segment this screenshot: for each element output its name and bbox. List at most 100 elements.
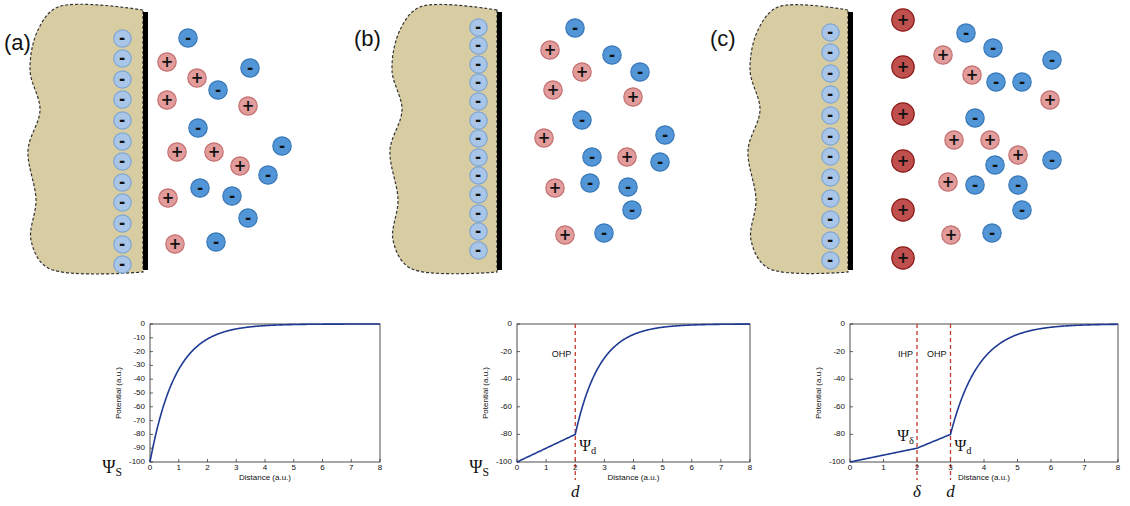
x-tick-label: 0 xyxy=(148,464,152,472)
ion-charge-sign: - xyxy=(990,41,996,56)
ion-charge-sign: - xyxy=(119,237,125,252)
ion-circle-shape xyxy=(583,148,601,166)
ion-charge-sign: - xyxy=(215,83,221,98)
ion-charge-sign: - xyxy=(119,51,125,66)
y-tick-label: -60 xyxy=(833,403,845,411)
potential-curve xyxy=(517,324,750,462)
cation-circle: + xyxy=(980,130,1000,150)
cation-circle: + xyxy=(165,234,185,254)
ion-circle-shape xyxy=(179,29,197,47)
ion-circle-shape xyxy=(624,88,642,106)
adsorbed-cation-circle: + xyxy=(891,246,915,270)
ion-circle-shape xyxy=(821,252,838,269)
ion-charge-sign: - xyxy=(629,203,635,218)
ion-circle-shape xyxy=(987,73,1005,91)
ion-circle-shape xyxy=(821,106,838,123)
y-tick-label: -20 xyxy=(500,348,512,356)
ion-charge-sign: - xyxy=(119,92,125,107)
ion-circle-shape xyxy=(469,241,486,258)
panel-letter: (c) xyxy=(710,28,736,50)
anion-circle: - xyxy=(272,136,292,156)
ion-circle-shape xyxy=(113,215,130,232)
ion-charge-sign: - xyxy=(119,195,125,210)
tick-mark xyxy=(150,420,153,421)
ion-circle-shape xyxy=(113,153,130,170)
x-tick-label: 3 xyxy=(234,464,238,472)
cation-circle: + xyxy=(158,188,178,208)
cation-circle: + xyxy=(1040,90,1060,110)
x-axis-title: Distance (a.u.) xyxy=(607,474,659,482)
ion-circle-shape xyxy=(113,235,130,252)
ion-circle-shape xyxy=(159,189,177,207)
ion-charge-sign: - xyxy=(972,178,978,193)
diffuse-potential-symbol: Ψd xyxy=(955,438,972,456)
ion-circle-shape xyxy=(188,69,206,87)
ion-charge-sign: - xyxy=(963,26,969,41)
ion-charge-sign: - xyxy=(475,224,481,239)
ion-charge-sign: - xyxy=(827,87,833,102)
x-tick-label: 7 xyxy=(719,464,723,472)
ion-charge-sign: - xyxy=(579,113,585,128)
ion-charge-sign: - xyxy=(475,113,481,128)
tick-mark xyxy=(150,406,153,407)
surface-charge-circle: - xyxy=(821,231,840,250)
ion-circle-shape xyxy=(241,59,259,77)
y-tick-label: -40 xyxy=(133,375,145,383)
panel-letter: (b) xyxy=(354,28,381,50)
anion-circle: - xyxy=(965,108,985,128)
ion-charge-sign: - xyxy=(827,149,833,164)
potential-plot xyxy=(150,324,380,462)
ion-circle-shape xyxy=(189,119,207,137)
x-tick-label: 7 xyxy=(1082,464,1086,472)
ion-circle-shape xyxy=(892,247,914,269)
y-tick-label: -100 xyxy=(129,458,145,466)
ion-circle-shape xyxy=(113,112,130,129)
cation-circle: + xyxy=(617,147,637,167)
cation-circle: + xyxy=(962,65,982,85)
ion-circle-shape xyxy=(469,55,486,72)
particle-body xyxy=(748,5,848,274)
ion-circle-shape xyxy=(469,167,486,184)
ion-circle-shape xyxy=(981,131,999,149)
anion-circle: - xyxy=(986,72,1006,92)
ion-circle-shape xyxy=(892,150,914,172)
ion-circle-shape xyxy=(239,209,257,227)
ion-charge-sign: - xyxy=(119,134,125,149)
distance-symbol: δ xyxy=(913,483,921,500)
potential-plot xyxy=(517,324,750,480)
cation-circle: + xyxy=(238,96,258,116)
ion-charge-sign: - xyxy=(119,31,125,46)
anion-circle: - xyxy=(622,200,642,220)
ion-circle-shape xyxy=(273,137,291,155)
surface-charge-circle: - xyxy=(469,204,488,223)
surface-potential-symbol: ΨS xyxy=(102,458,122,479)
ion-charge-sign: + xyxy=(945,228,958,243)
x-tick-label: 1 xyxy=(881,464,885,472)
ion-charge-sign: + xyxy=(549,181,562,196)
tick-mark xyxy=(150,351,153,352)
ion-charge-sign: - xyxy=(1019,203,1025,218)
ion-circle-shape xyxy=(113,132,130,149)
x-tick-label: 5 xyxy=(1015,464,1019,472)
ion-circle-shape xyxy=(113,70,130,87)
ion-circle-shape xyxy=(113,91,130,108)
ion-charge-sign: - xyxy=(475,20,481,35)
surface-charge-circle: - xyxy=(113,173,132,192)
plot-frame xyxy=(850,324,1118,462)
adsorbed-cation-circle: + xyxy=(891,102,915,126)
cation-circle: + xyxy=(157,52,177,72)
ion-charge-sign: + xyxy=(897,60,910,75)
ion-circle-shape xyxy=(821,23,838,40)
ion-charge-sign: + xyxy=(162,191,175,206)
surface-charge-circle: - xyxy=(821,64,840,83)
adsorbed-cation-circle: + xyxy=(891,149,915,173)
x-tick-label: 4 xyxy=(631,464,635,472)
ion-charge-sign: - xyxy=(993,75,999,90)
ion-circle-shape xyxy=(821,148,838,165)
ion-charge-sign: - xyxy=(637,65,643,80)
cation-circle: + xyxy=(555,225,575,245)
surface-charge-circle: - xyxy=(113,70,132,89)
ion-circle-shape xyxy=(934,46,952,64)
surface-charge-circle: - xyxy=(821,106,840,125)
x-tick-label: 5 xyxy=(660,464,664,472)
